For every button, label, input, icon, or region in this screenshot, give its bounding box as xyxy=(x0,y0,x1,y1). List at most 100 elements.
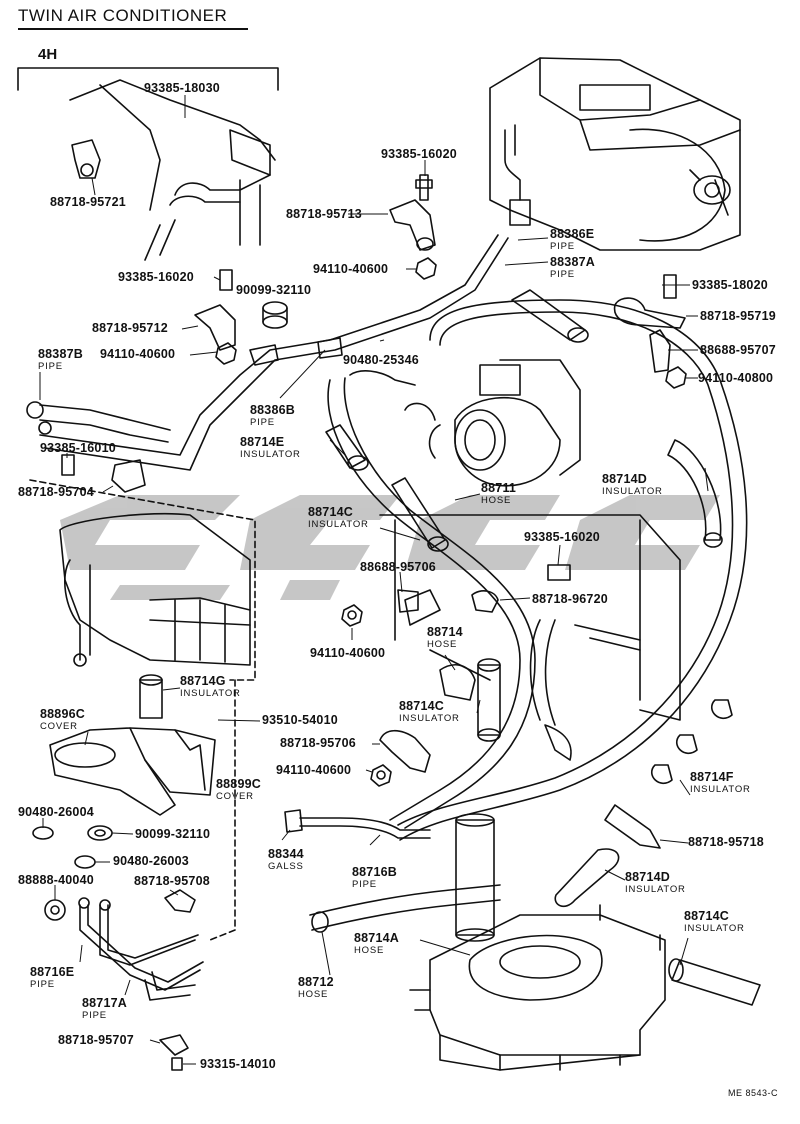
callout-part-number: 88712 xyxy=(298,975,334,989)
callout-part-number: 88718-95719 xyxy=(700,309,776,323)
callout-part-number: 90099-32110 xyxy=(236,283,312,297)
callout-94110-40800: 94110-40800 xyxy=(698,372,773,385)
callout-description: GALSS xyxy=(268,860,304,872)
callout-description: PIPE xyxy=(550,240,575,252)
callout-88718-95719: 88718-95719 xyxy=(700,310,776,323)
callout-part-number: 88714D xyxy=(602,472,647,486)
callout-88718-95713: 88718-95713 xyxy=(286,208,362,221)
callout-part-number: 93385-16020 xyxy=(381,147,457,161)
callout-description: HOSE xyxy=(481,494,512,506)
callout-88718-95706: 88718-95706 xyxy=(280,737,356,750)
callout-part-number: 88386B xyxy=(250,403,295,417)
callout-part-number: 88718-95712 xyxy=(92,321,168,335)
callout-part-number: 88386E xyxy=(550,227,595,241)
callout-part-number: 88714E xyxy=(240,435,285,449)
callout-94110-40600: 94110-40600 xyxy=(100,348,175,361)
callout-part-number: 88718-95721 xyxy=(50,195,126,209)
callout-part-number: 88716E xyxy=(30,965,75,979)
callout-part-number: 88899C xyxy=(216,777,261,791)
callout-part-number: 88711 xyxy=(481,481,517,495)
callout-part-number: 88888-40040 xyxy=(18,873,94,887)
inset-label: 4H xyxy=(38,46,58,63)
callout-part-number: 88718-96720 xyxy=(532,592,608,606)
callout-part-number: 88717A xyxy=(82,996,127,1010)
callout-88718-95721: 88718-95721 xyxy=(50,196,126,209)
callout-part-number: 88344 xyxy=(268,847,304,861)
callout-description: INSULATOR xyxy=(399,712,460,724)
callout-part-number: 88714C xyxy=(684,909,729,923)
callout-part-number: 94110-40600 xyxy=(313,262,389,276)
callout-88718-96720: 88718-96720 xyxy=(532,593,608,606)
callout-part-number: 94110-40600 xyxy=(100,347,176,361)
callout-part-number: 88718-95704 xyxy=(18,485,94,499)
callout-description: PIPE xyxy=(82,1009,107,1021)
callout-90099-32110: 90099-32110 xyxy=(135,828,210,841)
callout-description: HOSE xyxy=(427,638,458,650)
callout-93385-18030: 93385-18030 xyxy=(144,82,220,95)
callout-88718-95704: 88718-95704 xyxy=(18,486,94,499)
callout-description: INSULATOR xyxy=(684,922,745,934)
callout-part-number: 88718-95708 xyxy=(134,874,210,888)
callout-part-number: 88387B xyxy=(38,347,83,361)
callout-description: HOSE xyxy=(354,944,385,956)
callout-description: PIPE xyxy=(550,268,575,280)
callout-description: HOSE xyxy=(298,988,329,1000)
callout-description: COVER xyxy=(40,720,78,732)
callout-88718-95708: 88718-95708 xyxy=(134,875,210,888)
callout-description: PIPE xyxy=(352,878,377,890)
callout-part-number: 88718-95706 xyxy=(280,736,356,750)
callout-93315-14010: 93315-14010 xyxy=(200,1058,276,1071)
callout-94110-40600: 94110-40600 xyxy=(310,647,385,660)
callout-part-number: 88718-95713 xyxy=(286,207,362,221)
callout-93385-16020: 93385-16020 xyxy=(381,148,457,161)
callout-part-number: 88896C xyxy=(40,707,85,721)
callout-part-number: 88387A xyxy=(550,255,595,269)
callout-part-number: 90480-26003 xyxy=(113,854,189,868)
watermark-logo xyxy=(60,495,720,600)
callout-90480-26003: 90480-26003 xyxy=(113,855,189,868)
callout-part-number: 90099-32110 xyxy=(135,827,211,841)
callout-part-number: 88714C xyxy=(399,699,444,713)
callout-part-number: 88718-95718 xyxy=(688,835,764,849)
callout-part-number: 93510-54010 xyxy=(262,713,338,727)
callout-part-number: 88714A xyxy=(354,931,399,945)
callout-88688-95707: 88688-95707 xyxy=(700,344,776,357)
callout-93385-16020: 93385-16020 xyxy=(118,271,194,284)
callout-description: INSULATOR xyxy=(690,783,751,795)
callout-93510-54010: 93510-54010 xyxy=(262,714,338,727)
callout-part-number: 94110-40600 xyxy=(310,646,386,660)
callout-part-number: 93385-18030 xyxy=(144,81,220,95)
callout-90099-32110: 90099-32110 xyxy=(236,284,311,297)
callout-part-number: 90480-25346 xyxy=(343,353,419,367)
callout-description: PIPE xyxy=(38,360,63,372)
callout-90480-26004: 90480-26004 xyxy=(18,806,94,819)
callout-part-number: 88714 xyxy=(427,625,463,639)
callout-part-number: 88714D xyxy=(625,870,670,884)
callout-part-number: 88714F xyxy=(690,770,734,784)
callout-88888-40040: 88888-40040 xyxy=(18,874,94,887)
callout-part-number: 93385-16020 xyxy=(118,270,194,284)
page-title: TWIN AIR CONDITIONER xyxy=(18,6,228,25)
callout-part-number: 93385-16020 xyxy=(524,530,600,544)
callout-description: COVER xyxy=(216,790,254,802)
callout-description: INSULATOR xyxy=(602,485,663,497)
callout-94110-40600: 94110-40600 xyxy=(313,263,388,276)
callout-part-number: 88716B xyxy=(352,865,397,879)
callout-88718-95707: 88718-95707 xyxy=(58,1034,134,1047)
